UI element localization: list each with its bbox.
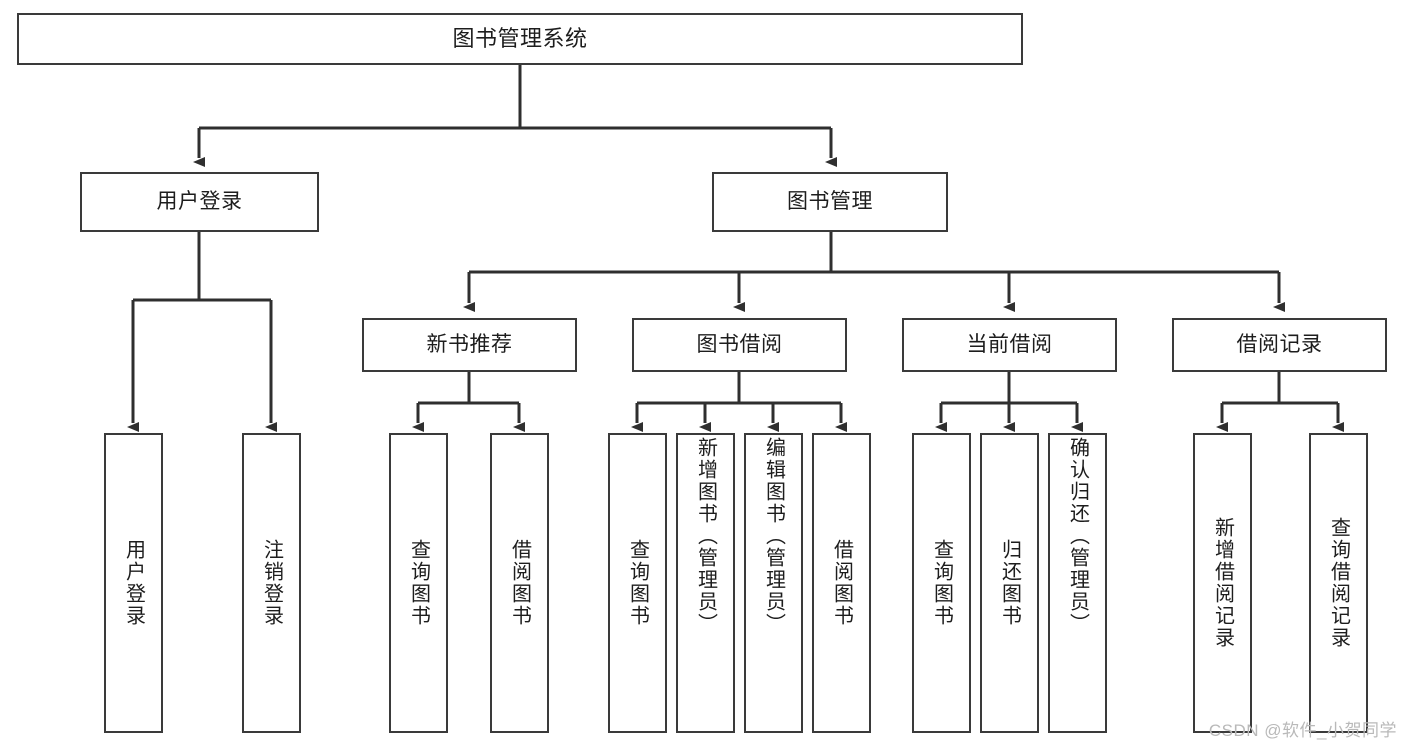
leaf-book-borrow-edit[interactable]: 编辑图书（管理员）	[744, 433, 803, 733]
node-label: 注销登录	[260, 539, 283, 627]
node-label: 新书推荐	[426, 332, 513, 356]
node-new-book-recommend[interactable]: 新书推荐	[362, 318, 577, 372]
node-label: 确认归还（管理员）	[1066, 437, 1089, 635]
node-label: 查询图书	[626, 539, 649, 627]
leaf-new-book-query[interactable]: 查询图书	[389, 433, 448, 733]
node-current-borrow[interactable]: 当前借阅	[902, 318, 1117, 372]
node-label: 用户登录	[156, 189, 243, 213]
node-root-system[interactable]: 图书管理系统	[17, 13, 1023, 65]
node-label: 借阅图书	[508, 539, 531, 627]
leaf-current-borrow-confirm[interactable]: 确认归还（管理员）	[1048, 433, 1107, 733]
leaf-borrow-record-add[interactable]: 新增借阅记录	[1193, 433, 1252, 733]
node-label: 新增借阅记录	[1211, 517, 1234, 649]
leaf-book-borrow-query[interactable]: 查询图书	[608, 433, 667, 733]
node-label: 图书管理系统	[452, 26, 588, 52]
leaf-user-login-signin[interactable]: 用户登录	[104, 433, 163, 733]
node-label: 编辑图书（管理员）	[762, 437, 785, 635]
leaf-user-login-signout[interactable]: 注销登录	[242, 433, 301, 733]
node-label: 借阅记录	[1236, 332, 1323, 356]
node-label: 图书管理	[787, 189, 873, 213]
leaf-current-borrow-return[interactable]: 归还图书	[980, 433, 1039, 733]
leaf-current-borrow-query[interactable]: 查询图书	[912, 433, 971, 733]
node-label: 查询图书	[930, 539, 953, 627]
node-book-management[interactable]: 图书管理	[712, 172, 948, 232]
node-user-login[interactable]: 用户登录	[80, 172, 319, 232]
node-label: 查询图书	[407, 539, 430, 627]
node-label: 查询借阅记录	[1327, 517, 1350, 649]
node-book-borrow[interactable]: 图书借阅	[632, 318, 847, 372]
node-label: 当前借阅	[966, 332, 1053, 356]
leaf-new-book-borrow[interactable]: 借阅图书	[490, 433, 549, 733]
leaf-borrow-record-query[interactable]: 查询借阅记录	[1309, 433, 1368, 733]
leaf-book-borrow-add[interactable]: 新增图书（管理员）	[676, 433, 735, 733]
node-borrow-record[interactable]: 借阅记录	[1172, 318, 1387, 372]
node-label: 用户登录	[122, 539, 145, 627]
node-label: 借阅图书	[830, 539, 853, 627]
csdn-watermark: CSDN @软件_小贺同学	[1208, 721, 1397, 740]
node-label: 归还图书	[998, 539, 1021, 627]
node-label: 新增图书（管理员）	[694, 437, 717, 635]
node-label: 图书借阅	[696, 332, 783, 356]
leaf-book-borrow-lend[interactable]: 借阅图书	[812, 433, 871, 733]
